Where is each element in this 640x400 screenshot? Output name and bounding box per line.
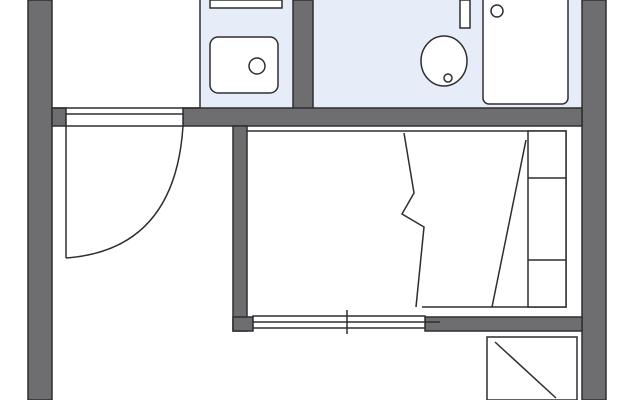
bathtub-drain [490,4,504,18]
kitchen-fixtures [209,0,283,94]
storage-diagonal [494,341,557,399]
door-swing-arc [65,125,184,259]
counter-unit [209,0,283,9]
closet-bottom-wall-left [232,316,254,332]
bathtub [482,0,569,105]
closet-fixtures [247,130,567,308]
sink-basin [209,36,279,94]
closet-left-wall [232,125,248,332]
closet-bottom-wall-right [424,316,583,332]
upper-horizontal-wall-right [182,107,583,127]
toilet-bowl [420,35,468,87]
lower-storage [486,336,578,400]
swing-door [65,113,184,259]
bath-partition-wall [292,0,314,111]
door-frame [65,113,184,127]
shelf-unit [527,130,567,308]
room-outlines [52,0,201,109]
wardrobe-diagonal [491,139,527,308]
bathroom-fixtures [420,0,569,105]
toilet-tank [459,0,471,29]
left-exterior-wall [27,0,53,400]
sink-drain [248,57,266,75]
toilet-drain [443,73,453,83]
upper-horizontal-wall-left [51,107,67,127]
closet-inner-outline [247,130,567,308]
right-exterior-wall [581,0,607,400]
closet-break-line [400,132,425,308]
sliding-door [252,310,440,334]
walls [27,0,607,400]
